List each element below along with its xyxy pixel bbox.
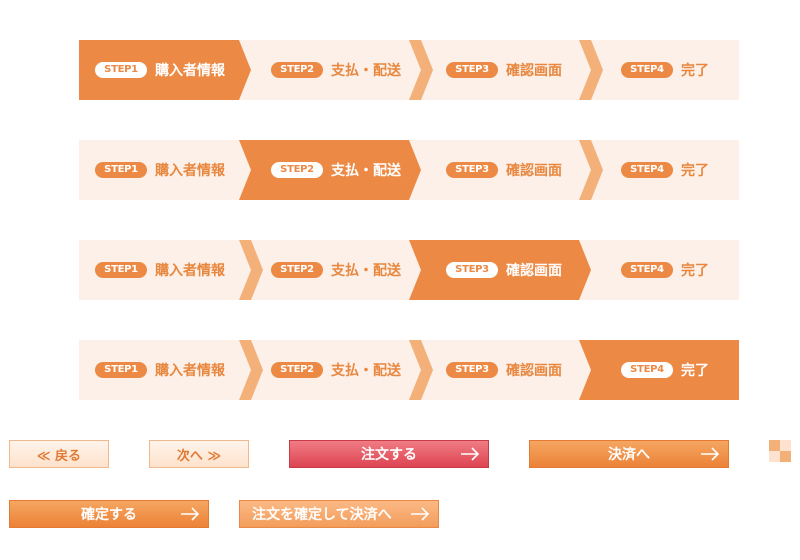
active-step-shape <box>409 240 591 300</box>
place-order-label: 注文する <box>361 447 417 463</box>
arrow-right-icon <box>181 507 200 521</box>
step-1: STEP1 購入者情報 <box>95 140 225 200</box>
checker-decoration-icon <box>769 440 791 462</box>
confirm-button[interactable]: 確定する <box>9 500 209 528</box>
arrow-right-icon <box>411 507 430 521</box>
arrow-right-icon <box>461 447 480 461</box>
step-badge: STEP4 <box>621 262 673 278</box>
step-badge: STEP2 <box>271 262 323 278</box>
step-badge: STEP3 <box>446 62 498 78</box>
step-4: STEP4 完了 <box>621 340 709 400</box>
step-progress-bar-4: STEP1 購入者情報 STEP2 支払・配送 STEP3 確認画面 STEP4 完了 <box>79 340 739 400</box>
step-1: STEP1 購入者情報 <box>95 40 225 100</box>
to-settlement-label: 決済へ <box>608 447 650 463</box>
step-badge: STEP3 <box>446 162 498 178</box>
step-4: STEP4 完了 <box>621 140 709 200</box>
back-button-label: ≪ 戻る <box>36 448 82 464</box>
chevron-separator-icon <box>579 140 603 200</box>
step-label: 完了 <box>681 363 709 379</box>
step-3: STEP3 確認画面 <box>446 340 562 400</box>
step-label: 支払・配送 <box>331 163 401 179</box>
step-label: 完了 <box>681 63 709 79</box>
next-button-label: 次へ ≫ <box>176 448 222 464</box>
step-1: STEP1 購入者情報 <box>95 240 225 300</box>
step-badge: STEP1 <box>95 262 147 278</box>
step-progress-bar-2: STEP1 購入者情報 STEP2 支払・配送 STEP3 確認画面 STEP4 完了 <box>79 140 739 200</box>
step-2: STEP2 支払・配送 <box>271 140 401 200</box>
step-label: 購入者情報 <box>155 63 225 79</box>
confirm-and-settle-label: 注文を確定して決済へ <box>252 507 392 523</box>
chevron-separator-icon <box>409 40 433 100</box>
step-badge: STEP3 <box>446 262 498 278</box>
step-label: 支払・配送 <box>331 263 401 279</box>
step-badge: STEP2 <box>271 62 323 78</box>
step-4: STEP4 完了 <box>621 240 709 300</box>
chevron-separator-icon <box>409 340 433 400</box>
chevron-separator-icon <box>579 40 603 100</box>
step-1: STEP1 購入者情報 <box>95 340 225 400</box>
step-3: STEP3 確認画面 <box>446 240 562 300</box>
step-badge: STEP3 <box>446 362 498 378</box>
confirm-button-label: 確定する <box>81 507 137 523</box>
step-label: 購入者情報 <box>155 263 225 279</box>
step-label: 購入者情報 <box>155 163 225 179</box>
back-button[interactable]: ≪ 戻る <box>9 440 109 468</box>
confirm-and-settle-button[interactable]: 注文を確定して決済へ <box>239 500 439 528</box>
step-badge: STEP4 <box>621 362 673 378</box>
step-label: 確認画面 <box>506 163 562 179</box>
step-badge: STEP4 <box>621 62 673 78</box>
step-progress-bar-3: STEP1 購入者情報 STEP2 支払・配送 STEP3 確認画面 STEP4 完了 <box>79 240 739 300</box>
step-3: STEP3 確認画面 <box>446 140 562 200</box>
step-3: STEP3 確認画面 <box>446 40 562 100</box>
active-step-shape <box>239 140 421 200</box>
step-label: 購入者情報 <box>155 363 225 379</box>
step-label: 確認画面 <box>506 263 562 279</box>
next-button[interactable]: 次へ ≫ <box>149 440 249 468</box>
active-step-shape <box>79 40 251 100</box>
step-label: 確認画面 <box>506 363 562 379</box>
step-label: 支払・配送 <box>331 63 401 79</box>
chevron-separator-icon <box>239 240 263 300</box>
step-label: 支払・配送 <box>331 363 401 379</box>
step-badge: STEP1 <box>95 362 147 378</box>
step-badge: STEP1 <box>95 162 147 178</box>
step-2: STEP2 支払・配送 <box>271 240 401 300</box>
to-settlement-button[interactable]: 決済へ <box>529 440 729 468</box>
step-badge: STEP2 <box>271 162 323 178</box>
step-badge: STEP2 <box>271 362 323 378</box>
step-4: STEP4 完了 <box>621 40 709 100</box>
step-label: 確認画面 <box>506 63 562 79</box>
step-2: STEP2 支払・配送 <box>271 340 401 400</box>
place-order-button[interactable]: 注文する <box>289 440 489 468</box>
step-2: STEP2 支払・配送 <box>271 40 401 100</box>
step-badge: STEP4 <box>621 162 673 178</box>
arrow-right-icon <box>701 447 720 461</box>
step-label: 完了 <box>681 263 709 279</box>
step-chevron-graphic <box>79 140 739 200</box>
step-badge: STEP1 <box>95 62 147 78</box>
step-progress-bar-1: STEP1 購入者情報 STEP2 支払・配送 STEP3 確認画面 STEP4 完了 <box>79 40 739 100</box>
step-label: 完了 <box>681 163 709 179</box>
chevron-separator-icon <box>239 340 263 400</box>
